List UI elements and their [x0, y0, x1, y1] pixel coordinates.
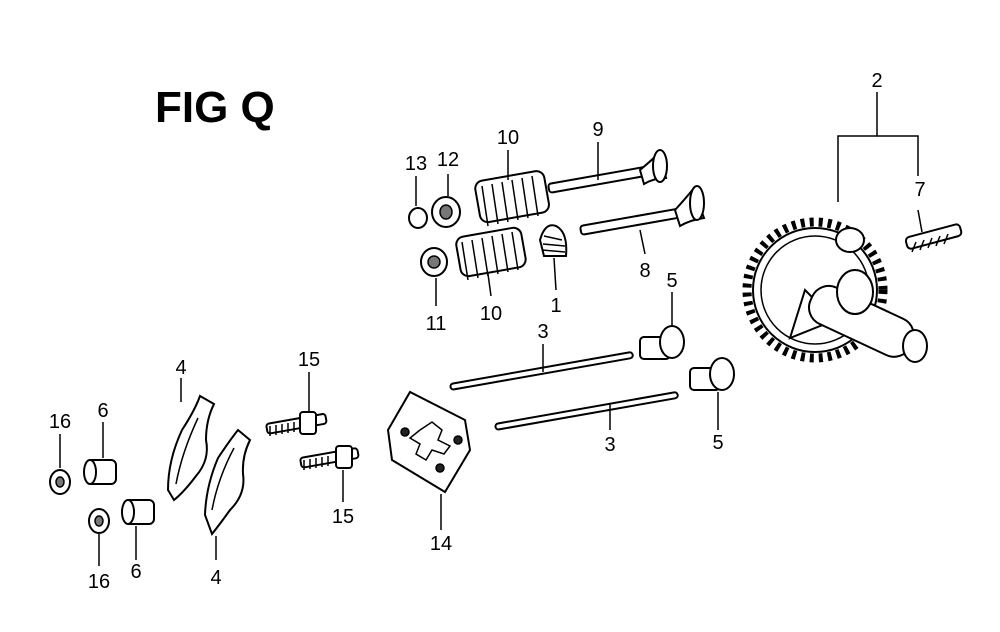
valve-lower [579, 185, 706, 236]
callout-14: 14 [430, 533, 452, 555]
rocker-stud-lower [299, 445, 360, 470]
tappet-upper [639, 325, 685, 360]
callout-9: 9 [592, 119, 603, 141]
leader-lines [59, 92, 923, 566]
callout-16-upper: 16 [49, 411, 71, 433]
callout-3-upper: 3 [537, 321, 548, 343]
callout-15-lower: 15 [332, 506, 354, 528]
callout-16-lower: 16 [88, 571, 110, 593]
callout-2: 2 [871, 70, 882, 92]
callout-11: 11 [426, 313, 447, 335]
callout-13: 13 [405, 153, 427, 175]
valve-cap [408, 207, 428, 229]
valve-spring-lower [455, 226, 527, 281]
rocker-arm-upper [166, 394, 216, 502]
callout-6-lower: 6 [130, 561, 141, 583]
valve-spring-upper [474, 170, 550, 227]
callout-5-lower: 5 [712, 432, 723, 454]
callout-10-upper: 10 [497, 127, 519, 149]
push-rod-upper [449, 351, 634, 391]
valve-upper [547, 149, 668, 194]
nut-lower [88, 508, 110, 534]
callout-1: 1 [550, 295, 561, 317]
callout-15-upper: 15 [298, 349, 320, 371]
callout-3-lower: 3 [604, 434, 615, 456]
callout-4-lower: 4 [210, 567, 221, 589]
callout-12: 12 [437, 149, 459, 171]
callouts: 2 7 9 8 10 10 1 12 13 11 5 5 3 3 14 15 1… [49, 70, 926, 593]
rocker-stud-upper [265, 411, 328, 436]
nut-upper [49, 469, 71, 495]
push-rod-lower [494, 391, 679, 431]
spring-retainer-lower [420, 247, 448, 277]
push-rod-guide-plate [386, 390, 472, 494]
tappet-lower [689, 357, 735, 391]
rocker-pivot-lower [121, 499, 155, 525]
rocker-arm-lower [203, 428, 252, 537]
callout-8: 8 [639, 260, 650, 282]
callout-4-upper: 4 [175, 357, 186, 379]
stem-seal [538, 224, 568, 257]
callout-5-upper: 5 [666, 270, 677, 292]
figure-title: FIG Q [155, 83, 275, 132]
spring-retainer-upper [431, 196, 461, 228]
callout-7: 7 [914, 179, 925, 201]
spring-pin [904, 223, 963, 253]
camshaft-gear-assembly [742, 217, 928, 363]
callout-6-upper: 6 [97, 400, 108, 422]
callout-10-lower: 10 [480, 303, 502, 325]
rocker-pivot-upper [83, 459, 117, 485]
